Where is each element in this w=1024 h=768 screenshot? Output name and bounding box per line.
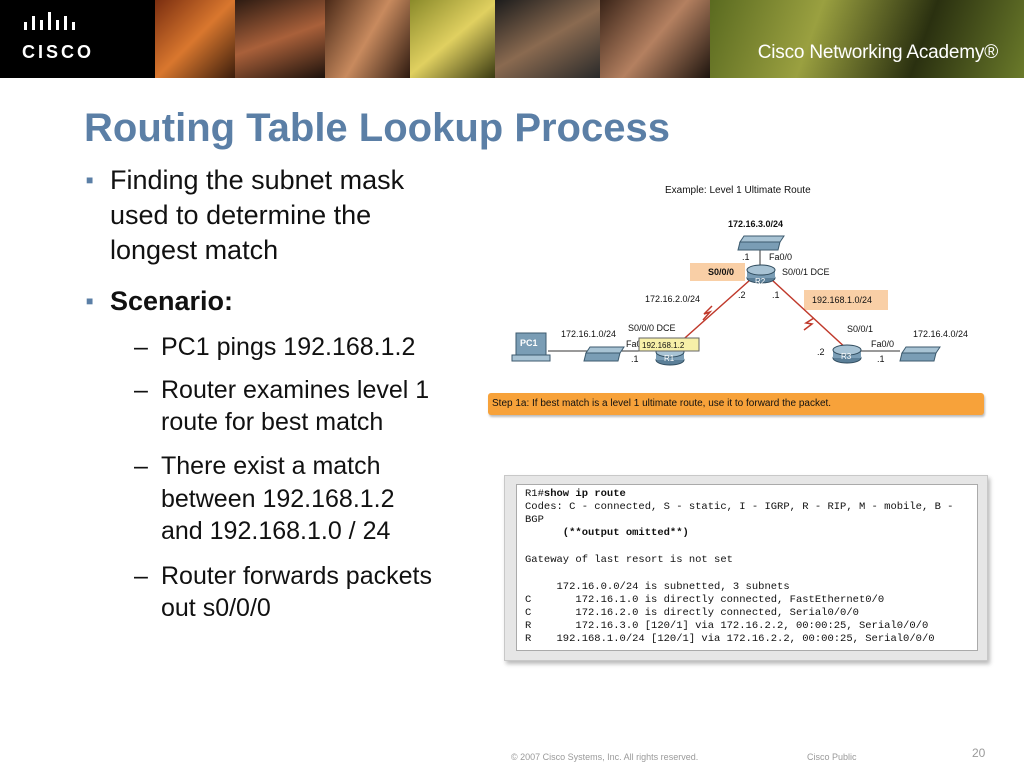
header-banner: CISCO Cisco Networking Academy® [0,0,1024,78]
r3-dot2: .2 [817,347,825,357]
r3-dot1: .1 [877,354,885,364]
slide-title: Routing Table Lookup Process [84,106,670,150]
r2-fa00: Fa0/0 [769,252,792,262]
cli-line: R 172.16.3.0 [120/1] via 172.16.2.2, 00:… [525,620,929,632]
sub-bullet-text: and 192.168.1.0 / 24 [161,517,391,545]
dash: – [134,452,148,480]
serial-bolt-icon [803,317,815,331]
highlight-192-network [804,290,888,310]
step-text: Step 1a: If best match is a level 1 ulti… [492,398,832,409]
cli-output: R1#show ip route Codes: C - connected, S… [516,484,978,651]
dash: – [134,333,148,361]
r1-label: R1 [664,354,675,363]
cli-line: BGP [525,514,544,526]
highlight-s000-r2 [690,263,745,281]
cli-line: Codes: C - connected, S - static, I - IG… [525,501,954,513]
r2-dot1: .1 [742,252,750,262]
pc-icon [511,332,551,362]
net-172-16-3: 172.16.3.0/24 [728,219,783,229]
banner-photo [155,0,235,78]
bullet-text: Finding the subnet mask [110,165,405,195]
r3-label: R3 [841,352,852,361]
dash: – [134,562,148,590]
link-r2-r3-serial [771,279,849,351]
step-banner: Step 1a: If best match is a level 1 ulti… [488,393,984,415]
r2-dot2: .2 [738,290,746,300]
net-192-168-1: 192.168.1.0/24 [812,295,872,305]
banner-photo [710,0,1024,78]
address-tooltip [638,337,700,352]
cli-line: Gateway of last resort is not set [525,554,733,566]
banner-photo [600,0,710,78]
banner-photo [325,0,410,78]
bullet-text: used to determine the [110,200,372,230]
address-tooltip-text: 192.168.1.2 [642,341,685,350]
diagram-caption: Example: Level 1 Ultimate Route [665,185,811,196]
network-diagram: Example: Level 1 Ultimate Route R2 R1 [511,185,968,366]
footer-copyright: © 2007 Cisco Systems, Inc. All rights re… [511,752,699,762]
academy-title: Cisco Networking Academy® [757,42,998,63]
r1-dot1: .1 [631,354,639,364]
page-number: 20 [972,746,986,760]
router-r3-icon [832,344,862,364]
sub-bullet-text: Router examines level 1 [161,376,430,404]
cli-line: 172.16.0.0/24 is subnetted, 3 subnets [525,581,790,593]
sub-bullet-text: PC1 pings 192.168.1.2 [161,333,416,361]
cisco-wordmark: CISCO [22,42,95,62]
serial-bolt-icon [702,305,713,321]
r3-fa00: Fa0/0 [871,339,894,349]
cisco-bridge-icon [24,12,75,30]
cli-line: R 192.168.1.0/24 [120/1] via 172.16.2.2,… [525,633,935,645]
cli-command: show ip route [543,488,626,500]
net-172-16-1: 172.16.1.0/24 [561,329,616,339]
sub-bullet-text: between 192.168.1.2 [161,485,395,513]
cli-line: C 172.16.2.0 is directly connected, Seri… [525,607,859,619]
banner-photo [495,0,600,78]
cli-line: C 172.16.1.0 is directly connected, Fast… [525,594,885,606]
switch-icon [583,346,625,362]
cisco-logo: CISCO [0,0,155,78]
dash: – [134,376,148,404]
net-172-16-4: 172.16.4.0/24 [913,329,968,339]
bullet-square-icon: ■ [86,294,94,308]
cli-output-frame: R1#show ip route Codes: C - connected, S… [504,475,988,661]
r1-s000-dce: S0/0/0 DCE [628,323,676,333]
pc1-label: PC1 [520,338,538,348]
switch-icon [737,235,785,251]
r1-fa0: Fa0 [626,339,642,349]
sub-bullet-text: Router forwards packets [161,562,432,590]
banner-photo [410,0,495,78]
footer-classification: Cisco Public [807,752,857,762]
bullet-square-icon: ■ [86,173,94,187]
cli-prompt-line: R1#show ip route [525,488,626,500]
bullet-text: longest match [110,235,279,265]
sub-bullet-text: There exist a match [161,452,381,480]
r2-s000: S0/0/0 [708,267,734,277]
cli-prompt: R1# [525,488,544,500]
r2-dot1b: .1 [772,290,780,300]
sub-bullet-text: route for best match [161,408,384,436]
bullet-scenario: Scenario: [110,286,234,316]
router-r2-icon [746,264,776,284]
r2-label: R2 [755,277,766,286]
r3-s001: S0/0/1 [847,324,873,334]
net-172-16-2: 172.16.2.0/24 [645,294,700,304]
r2-s001-dce: S0/0/1 DCE [782,267,830,277]
sub-bullet-text: out s0/0/0 [161,594,271,622]
cli-line: (**output omitted**) [525,527,689,539]
switch-icon [899,346,941,362]
banner-photo [235,0,325,78]
